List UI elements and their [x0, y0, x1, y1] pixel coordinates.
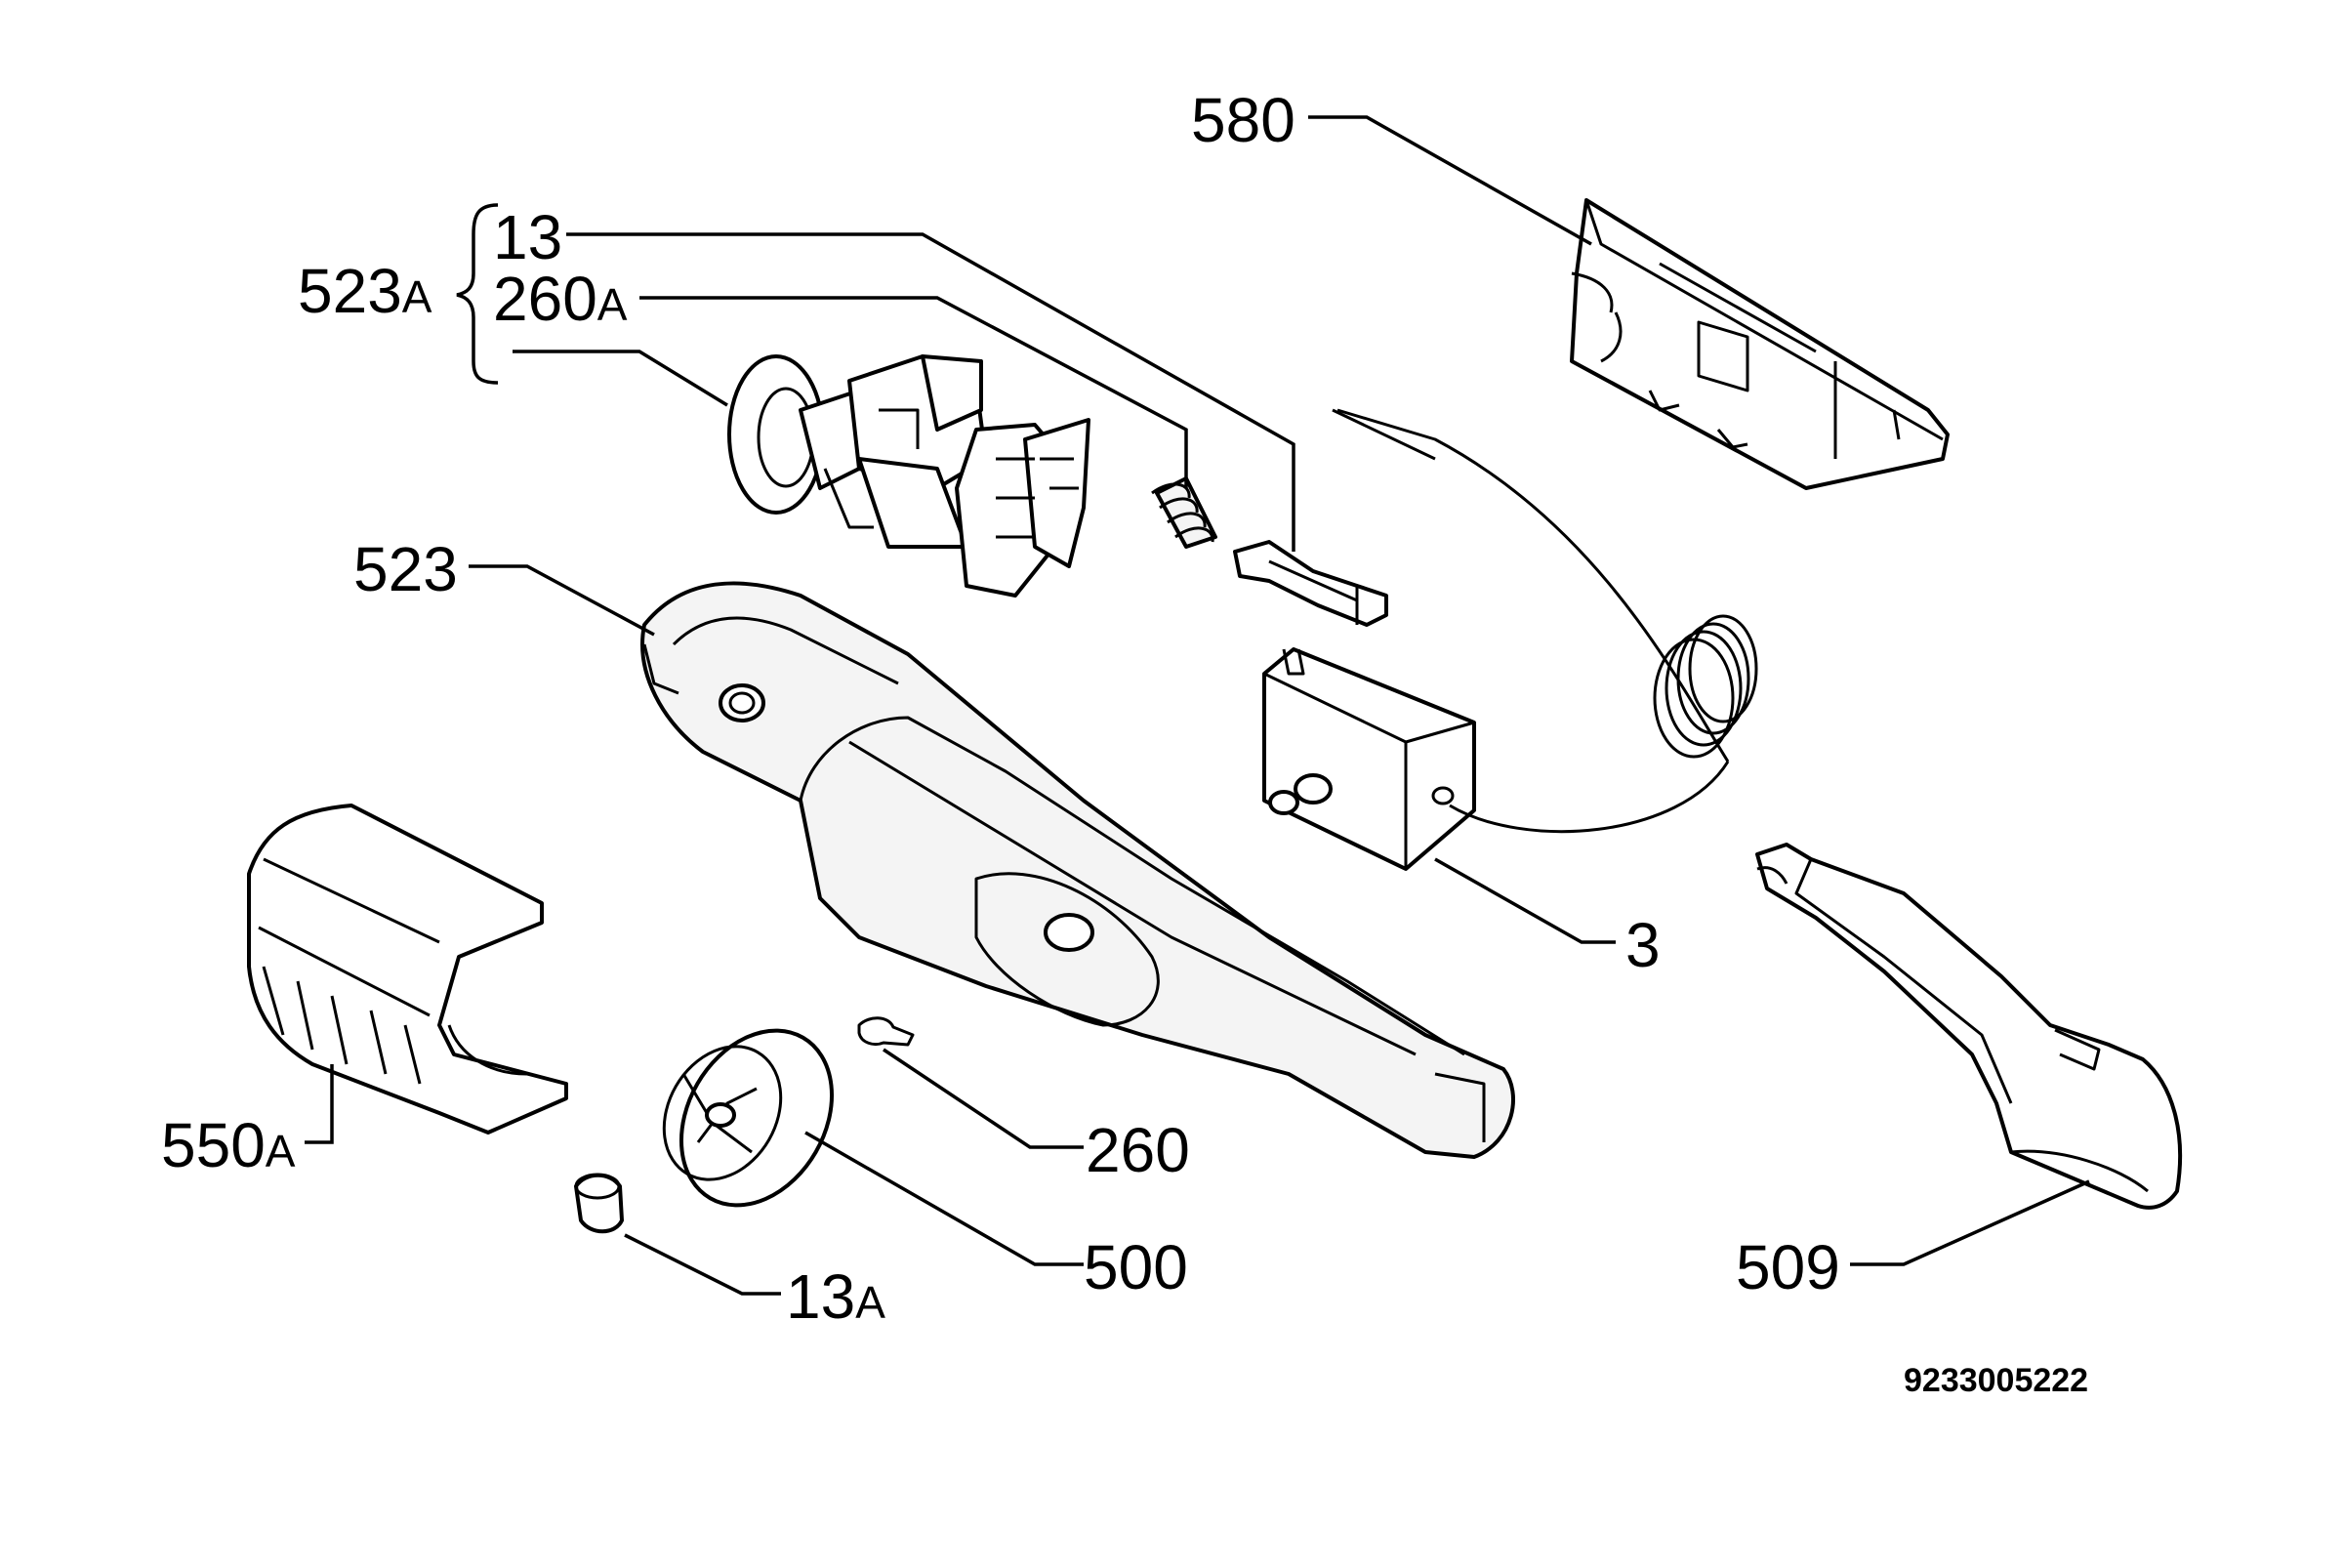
group-brace-523A [456, 203, 499, 385]
part-523-handle-housing [640, 581, 1515, 1159]
leader-580 [1308, 115, 1592, 246]
label-509: 509 [1736, 1232, 1840, 1302]
leader-500 [804, 1131, 1084, 1266]
label-13A: 13A [786, 1261, 885, 1332]
label-523: 523 [353, 534, 458, 604]
leader-523A-bottom [513, 350, 728, 407]
leader-509 [1850, 1179, 2090, 1266]
diagram-code: 9233005222 [1904, 1362, 2088, 1399]
part-260-clip [857, 1016, 915, 1047]
part-13A-cap [574, 1173, 624, 1234]
label-523A: 523A [298, 256, 432, 326]
label-3: 3 [1625, 910, 1661, 980]
part-523A-switch-assembly [727, 354, 1090, 598]
leader-260 [883, 1048, 1084, 1149]
part-509-lever [1755, 843, 2183, 1210]
leader-260A [639, 296, 1188, 488]
part-3-thermostat [1262, 408, 1758, 871]
part-13-latch-pin [1233, 540, 1388, 627]
leader-550A [305, 1064, 334, 1144]
leader-13 [566, 232, 1295, 552]
label-550A: 550A [161, 1110, 296, 1180]
label-13: 13 [493, 202, 562, 272]
callout-labels: 580 13 523A 260A 523 3 550A 260 500 13A … [161, 85, 2088, 1399]
label-260A: 260A [493, 264, 628, 334]
leader-523 [469, 564, 655, 637]
label-260: 260 [1086, 1115, 1190, 1185]
label-500: 500 [1084, 1232, 1188, 1302]
part-500-knob [662, 1028, 835, 1208]
leader-13A [624, 1233, 781, 1296]
part-550A-cover [247, 804, 568, 1135]
leader-lines [305, 115, 2090, 1296]
label-580: 580 [1191, 85, 1295, 155]
leader-3 [1434, 857, 1616, 944]
part-580-bracket [1570, 198, 1950, 490]
part-260A-spring [1151, 476, 1217, 549]
